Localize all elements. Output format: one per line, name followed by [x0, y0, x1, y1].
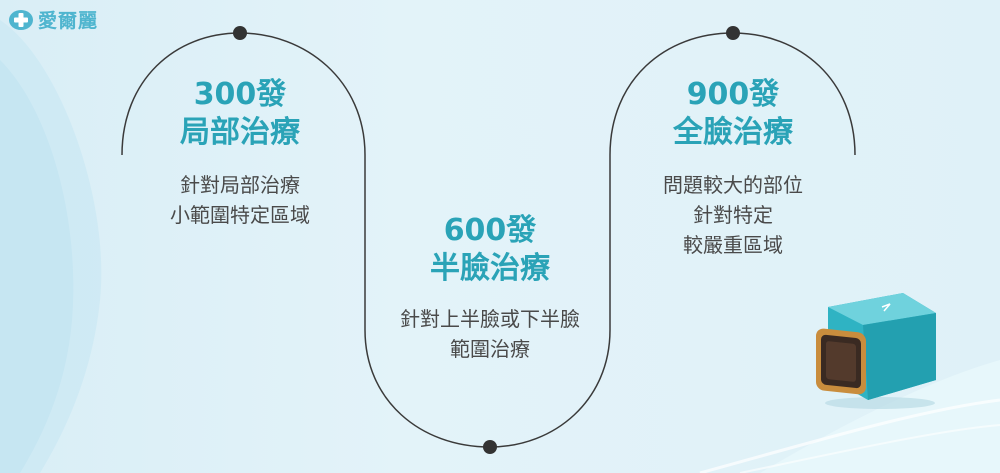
cross-leaf-logo-icon: [9, 9, 33, 30]
option-subtitle: 全臉治療: [673, 115, 793, 150]
option-600-shots: 600發 半臉治療 針對上半臉或下半臉 範圍治療: [360, 212, 620, 364]
option-title: 300發: [193, 77, 287, 112]
timeline-dot-1: [233, 26, 247, 40]
option-subtitle: 半臉治療: [430, 251, 550, 286]
option-description: 問題較大的部位 針對特定 較嚴重區域: [663, 173, 803, 257]
option-300-shots: 300發 局部治療 針對局部治療 小範圍特定區域: [140, 76, 340, 230]
option-title: 600發: [443, 213, 537, 248]
option-subtitle: 局部治療: [180, 115, 300, 150]
timeline-dot-3: [726, 26, 740, 40]
brand-name: 愛爾麗: [38, 10, 99, 32]
option-description: 針對上半臉或下半臉 範圍治療: [400, 307, 580, 361]
option-title: 900發: [686, 77, 780, 112]
laser-device-head-icon: [816, 293, 936, 409]
brand-logo[interactable]: 愛爾麗: [8, 6, 98, 33]
option-description: 針對局部治療 小範圍特定區域: [170, 173, 310, 227]
timeline-dot-2: [483, 440, 497, 454]
option-900-shots: 900發 全臉治療 問題較大的部位 針對特定 較嚴重區域: [633, 76, 833, 260]
